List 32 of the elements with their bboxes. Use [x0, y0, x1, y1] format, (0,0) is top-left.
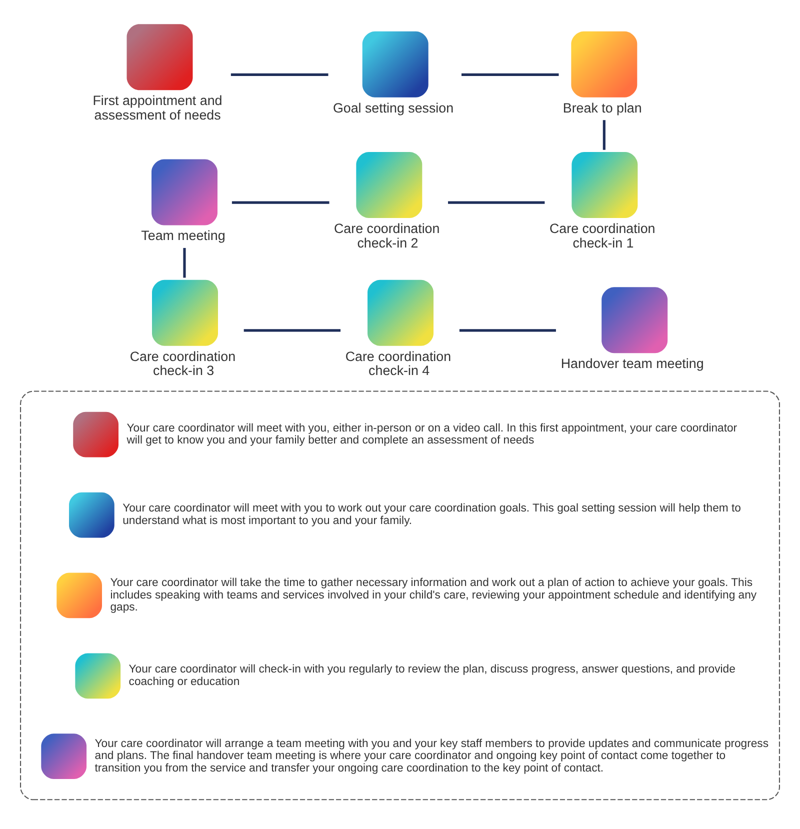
node-box	[152, 279, 218, 346]
node-label: Care coordination check-in 3	[130, 348, 236, 378]
connector	[448, 200, 545, 204]
legend-label: Your care coordinator will take the time to gather necessary information and work out a plan of action to achieve your goals. This includes speaking with teams and services involved in your child's care, reviewing your appointment schedule and identifying any gaps.	[110, 576, 757, 614]
node-label: Care coordination check-in 4	[345, 348, 452, 378]
legend-label: Your care coordinator will check-in with you regularly to review the plan, discuss progress, answer questions, and provide coaching or education	[128, 663, 736, 688]
node-box	[602, 286, 668, 353]
connector	[462, 72, 559, 76]
node-label: Handover team meeting	[560, 355, 704, 370]
node-label: First appointment and assessment of needs	[92, 92, 222, 122]
connector	[602, 120, 606, 150]
connector	[244, 328, 341, 332]
connector	[459, 328, 556, 332]
legend-label: Your care coordinator will arrange a team meeting with you and your key staff members to provide updates and communicate progress and plans. The final handover team meeting is where your care coordinator and ongoing key point of contact come together to transition you from the service and transfer your ongoing care coordination to the key point of contact.	[94, 737, 769, 774]
node-label: Care coordination check-in 2	[334, 220, 440, 250]
connector	[183, 247, 186, 278]
node-box	[356, 152, 422, 218]
node-label: Break to plan	[562, 100, 642, 115]
node-box	[20, 390, 780, 800]
node-box	[571, 30, 638, 97]
node-label: Team meeting	[141, 228, 226, 243]
node-box	[126, 24, 193, 90]
legend-label: Your care coordinator will meet with you, either in-person or on a video call. In this first appointment, your care coordinator will get to know you and your family better and complete an assessment of needs	[126, 422, 738, 446]
node-box	[368, 279, 434, 346]
node-label: Care coordination check-in 1	[550, 220, 656, 250]
node-label: Goal setting session	[332, 100, 454, 115]
node-box	[572, 152, 638, 218]
connector	[230, 72, 328, 76]
node-box	[362, 30, 428, 97]
connector	[232, 200, 330, 204]
legend-label: Your care coordinator will meet with you to work out your care coordination goals. This goal setting session will help them to understand what is most important to you and your family.	[122, 502, 741, 527]
node-box	[152, 158, 218, 225]
